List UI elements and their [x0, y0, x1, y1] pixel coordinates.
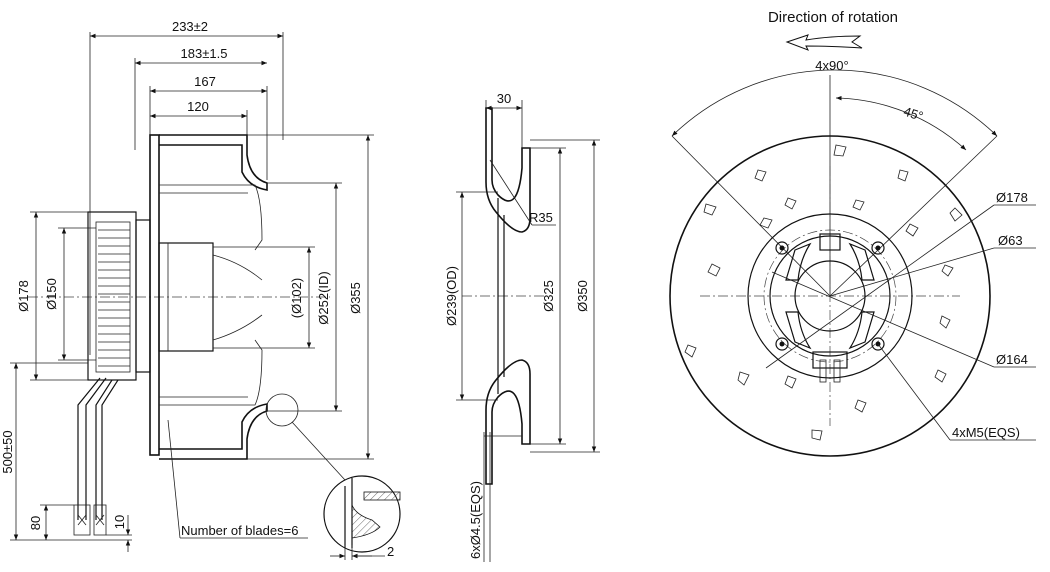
- hub-center: [794, 260, 866, 332]
- dim-holes: 6xØ4.5(EQS): [468, 481, 483, 559]
- dim-4x90: 4x90°: [815, 58, 848, 73]
- impeller-shroud-bottom: [159, 403, 268, 460]
- dim-80: 80: [28, 516, 43, 530]
- inlet-ring-top: [485, 107, 531, 233]
- dim-dia-178-side: Ø178: [16, 280, 31, 312]
- dim-dia-178-front: Ø178: [996, 190, 1028, 205]
- back-plate: [149, 134, 160, 456]
- dim-dia-102: (Ø102): [289, 278, 304, 318]
- dim-screws: 4xM5(EQS): [952, 425, 1020, 440]
- dim-2: 2: [387, 544, 394, 559]
- rotor-hub: [158, 242, 214, 352]
- dim-length-120: 120: [187, 99, 209, 114]
- front-view: Direction of rotation 4x90° 45°: [669, 9, 1036, 457]
- dim-cable-length: 500±50: [0, 430, 15, 473]
- impeller-outer-circle: [669, 135, 991, 457]
- hub-ring: [769, 235, 891, 357]
- dim-45: 45°: [902, 104, 925, 124]
- dim-dia-350: Ø350: [575, 280, 590, 312]
- dim-dia-63: Ø63: [998, 233, 1023, 248]
- dim-dia-164: Ø164: [996, 352, 1028, 367]
- inlet-ring-view: 30 R35 Ø239(OD) Ø325 Ø350 6xØ4.5(EQS): [444, 91, 600, 562]
- dim-dia-239: Ø239(OD): [444, 266, 459, 326]
- rotation-title: Direction of rotation: [768, 9, 898, 26]
- dim-30: 30: [497, 91, 511, 106]
- dim-r35: R35: [529, 210, 553, 225]
- dim-dia-355: Ø355: [348, 282, 363, 314]
- inlet-ring-bottom: [485, 359, 531, 485]
- detail-view: [323, 475, 401, 553]
- cable-1: [77, 377, 101, 520]
- cable-2: [95, 379, 113, 520]
- hub-outer: [747, 213, 913, 379]
- dim-length-167: 167: [194, 74, 216, 89]
- dim-dia-252: Ø252(ID): [316, 271, 331, 324]
- motor-housing: [87, 211, 137, 381]
- cable-connector: [812, 351, 848, 369]
- motor-fins: [98, 229, 130, 367]
- dim-dia-325: Ø325: [541, 280, 556, 312]
- dim-overall-length: 233±2: [172, 19, 208, 34]
- dim-10: 10: [112, 515, 127, 529]
- screw-holes: [775, 241, 885, 351]
- impeller-shroud-top: [159, 134, 268, 191]
- blade-slots: [684, 144, 963, 441]
- dim-length-183: 183±1.5: [181, 46, 228, 61]
- dim-dia-150-side: Ø150: [44, 278, 59, 310]
- label-number-of-blades: Number of blades=6: [181, 523, 298, 538]
- rotation-arrow-icon: [785, 34, 863, 51]
- side-view: 233±2 183±1.5 167 120: [0, 19, 401, 560]
- detail-marker: [265, 393, 299, 427]
